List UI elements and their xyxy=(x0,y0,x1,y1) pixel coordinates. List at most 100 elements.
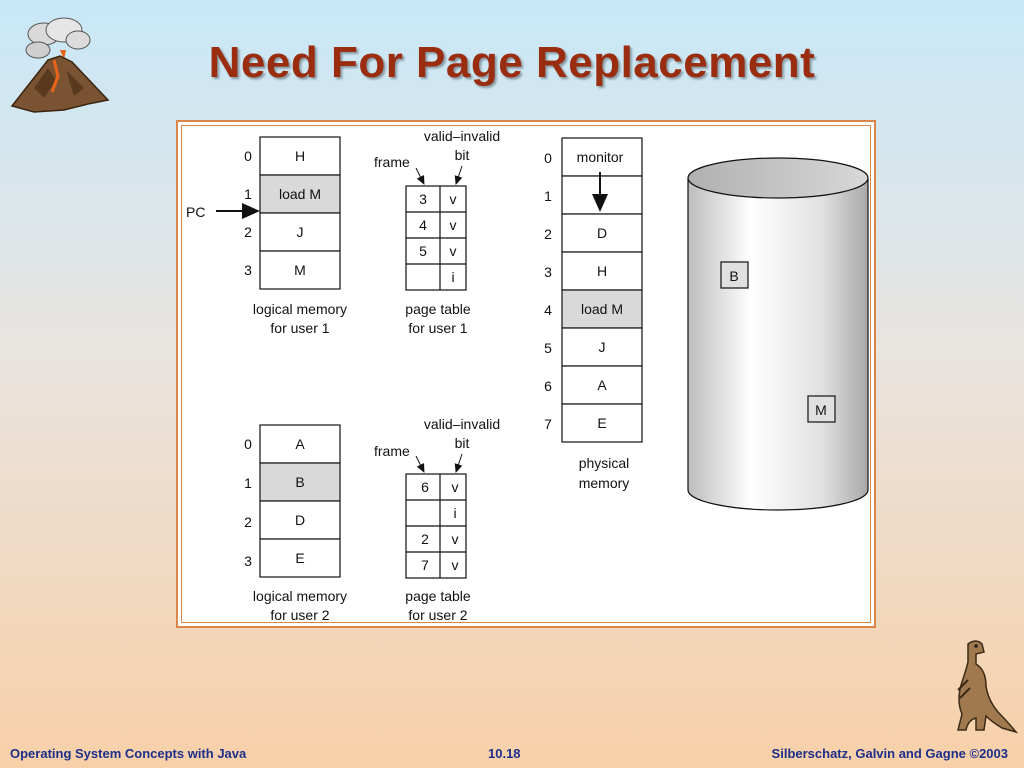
pt1-frame: 3 xyxy=(419,191,427,207)
pc-label: PC xyxy=(186,204,205,220)
pt1-frame-arrow xyxy=(415,167,425,185)
footer-book-title: Operating System Concepts with Java xyxy=(10,746,247,761)
lm1-cell-1 xyxy=(259,174,341,214)
pm-cell-4 xyxy=(561,289,643,329)
page-table-user1: valid–invalid bit frame 3 4 5 v v v i pa… xyxy=(374,128,500,336)
pm-index: 1 xyxy=(544,188,552,204)
pm-cell-5 xyxy=(561,327,643,367)
pm-cell-0 xyxy=(561,137,643,177)
pm-index: 6 xyxy=(544,378,552,394)
pt1-bit: i xyxy=(451,269,454,285)
pm-cell-2 xyxy=(561,213,643,253)
lm2-cell-text: E xyxy=(295,550,304,566)
pt1-frame: 4 xyxy=(419,217,427,233)
lm2-cell-3 xyxy=(259,538,341,578)
pt1-frame-label: frame xyxy=(374,154,410,170)
lm1-cell-text: load M xyxy=(279,186,321,202)
lm1-cell-text: H xyxy=(295,148,305,164)
pt1-bit: v xyxy=(450,191,457,207)
pm-cell-text: H xyxy=(597,263,607,279)
pm-index: 3 xyxy=(544,264,552,280)
logical-memory-user2: A B D E 0 1 2 3 logical memory for user … xyxy=(244,424,347,623)
disk-block-m-label: M xyxy=(815,402,827,418)
pt2-frame-arrow xyxy=(415,455,425,473)
pm-caption: physical xyxy=(579,455,630,471)
lm2-caption: logical memory xyxy=(253,588,347,604)
volcano-clipart-icon xyxy=(10,17,110,113)
page-table-user2: valid–invalid bit frame 6 2 7 v i v v pa… xyxy=(374,416,500,623)
pt1-frame: 5 xyxy=(419,243,427,259)
pt1-vi-arrow xyxy=(454,165,463,185)
pt1-caption: page table xyxy=(405,301,471,317)
lm1-cell-2 xyxy=(259,212,341,252)
lm2-cell-text: A xyxy=(295,436,305,452)
pt2-frame-label: frame xyxy=(374,443,410,459)
lm1-index: 1 xyxy=(244,186,252,202)
lm2-cell-2 xyxy=(259,500,341,540)
pt2-vi-label: valid–invalid xyxy=(424,416,500,432)
pt2-frame: 6 xyxy=(421,479,429,495)
lm1-index: 0 xyxy=(244,148,252,164)
lm2-cell-text: D xyxy=(295,512,305,528)
dinosaur-clipart-icon xyxy=(957,640,1018,734)
pt2-frame: 2 xyxy=(421,531,429,547)
pm-index: 0 xyxy=(544,150,552,166)
pm-cell-7 xyxy=(561,403,643,443)
lm2-index: 3 xyxy=(244,553,252,569)
lm2-cell-1 xyxy=(259,462,341,502)
pm-cell-text: E xyxy=(597,415,606,431)
disk-body xyxy=(687,178,869,511)
pt2-caption: page table xyxy=(405,588,471,604)
pm-caption: memory xyxy=(579,475,630,491)
lm1-index: 3 xyxy=(244,262,252,278)
physical-memory: monitor D H load M J A E 0 1 2 3 4 5 6 7… xyxy=(544,137,643,491)
lm1-index: 2 xyxy=(244,224,252,240)
pt1-caption: for user 1 xyxy=(408,320,467,336)
footer-copyright: Silberschatz, Galvin and Gagne ©2003 xyxy=(771,746,1008,761)
pm-cell-6 xyxy=(561,365,643,405)
lm2-index: 1 xyxy=(244,475,252,491)
pt1-bit: v xyxy=(450,217,457,233)
disk-block-b-label: B xyxy=(729,268,738,284)
disk-block-b xyxy=(720,261,749,289)
disk-top xyxy=(687,157,869,199)
pm-cell-1 xyxy=(561,175,643,215)
lm2-index: 2 xyxy=(244,514,252,530)
pt2-vi-label: bit xyxy=(455,435,470,451)
lm2-cell-text: B xyxy=(295,474,304,490)
logical-memory-user1: H load M J M 0 1 2 3 logical memory for … xyxy=(244,136,347,336)
pm-cell-text: load M xyxy=(581,301,623,317)
pt1-vi-label: bit xyxy=(455,147,470,163)
pt1-vi-label: valid–invalid xyxy=(424,128,500,144)
lm1-cell-3 xyxy=(259,250,341,290)
lm1-cell-text: J xyxy=(297,224,304,240)
pm-cell-text: A xyxy=(597,377,607,393)
pt2-vi-arrow xyxy=(454,453,463,473)
diagram-frame: H load M J M 0 1 2 3 logical memory for … xyxy=(176,120,876,628)
footer-slide-number: 10.18 xyxy=(488,746,521,761)
lm1-cell-text: M xyxy=(294,262,306,278)
lm1-caption: for user 1 xyxy=(270,320,329,336)
pm-cell-text: J xyxy=(599,339,606,355)
pm-cell-text: monitor xyxy=(577,149,624,165)
lm1-caption: logical memory xyxy=(253,301,347,317)
pt2-bit: v xyxy=(452,479,459,495)
pm-index: 2 xyxy=(544,226,552,242)
pm-index: 7 xyxy=(544,416,552,432)
pt2-frame: 7 xyxy=(421,557,429,573)
slide-title: Need For Page Replacement xyxy=(208,38,816,87)
pt2-caption: for user 2 xyxy=(408,607,467,623)
pt2-bit: i xyxy=(453,505,456,521)
lm2-index: 0 xyxy=(244,436,252,452)
pm-index: 5 xyxy=(544,340,552,356)
pt2-bit: v xyxy=(452,531,459,547)
disk-cylinder: B M xyxy=(687,157,869,511)
pm-cell-3 xyxy=(561,251,643,291)
lm2-caption: for user 2 xyxy=(270,607,329,623)
pm-cell-text: D xyxy=(597,225,607,241)
pt2-bit: v xyxy=(452,557,459,573)
page-replacement-diagram: H load M J M 0 1 2 3 logical memory for … xyxy=(186,128,869,623)
disk-block-m xyxy=(807,395,836,423)
pt1-bit: v xyxy=(450,243,457,259)
pm-index: 4 xyxy=(544,302,552,318)
